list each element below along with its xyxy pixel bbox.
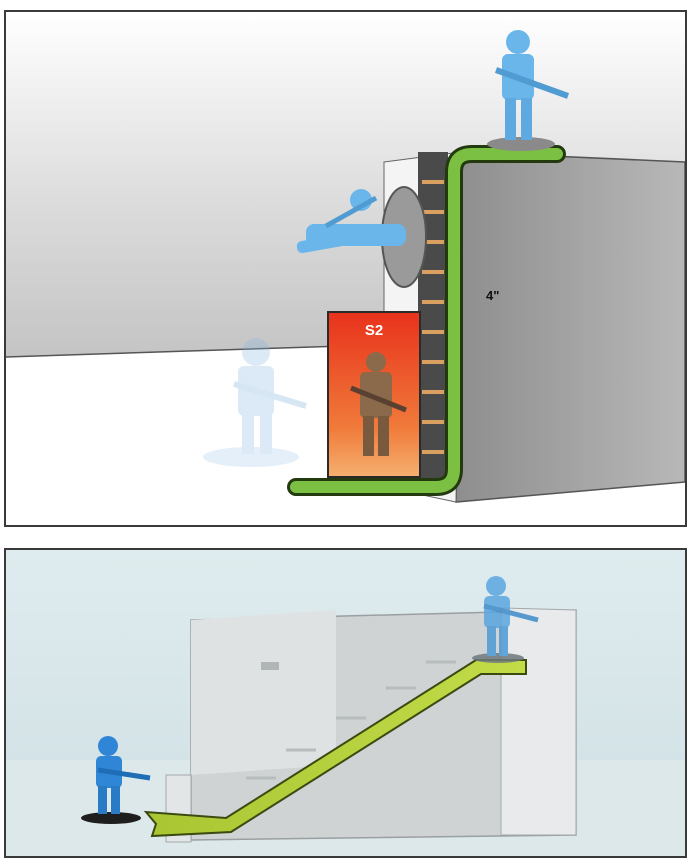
bottom-illustration-panel (4, 548, 687, 858)
height-label: 4" (486, 288, 499, 303)
box-face (456, 152, 685, 502)
top-illustration-panel: S2 4" (4, 10, 687, 527)
unit-card: S2 (328, 312, 420, 477)
building-right-panel (501, 608, 576, 835)
wall-slot (261, 662, 279, 670)
card-code: S2 (365, 322, 383, 339)
top-illustration: S2 4" (6, 12, 685, 525)
bottom-illustration (6, 550, 685, 856)
ladder-channel (418, 152, 448, 482)
